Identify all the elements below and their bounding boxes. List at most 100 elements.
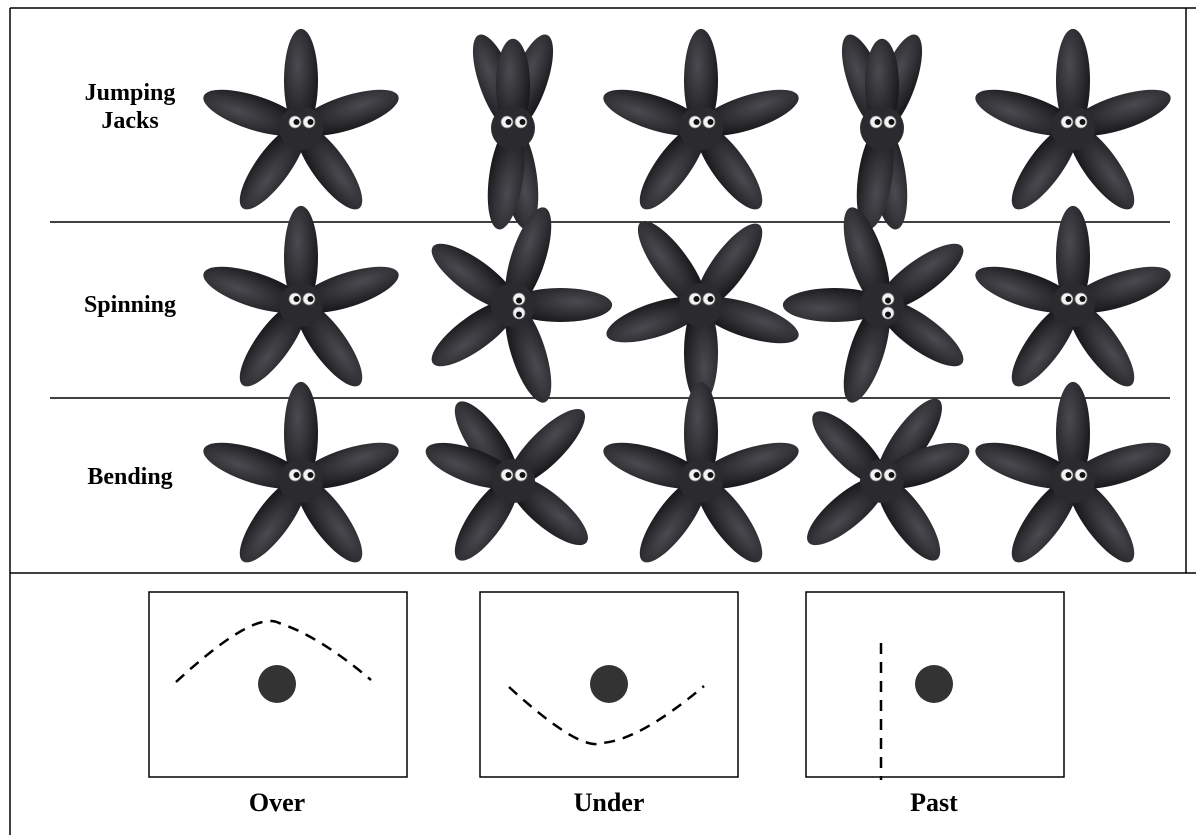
eye-pupil xyxy=(693,296,700,302)
starfish-figure xyxy=(603,28,799,210)
starfish-figure xyxy=(807,398,970,561)
row-label-line: Bending xyxy=(87,464,173,490)
ball xyxy=(590,665,628,703)
starfish-eyes xyxy=(1060,468,1088,482)
eye-pupil xyxy=(1065,472,1072,478)
ball xyxy=(258,665,296,703)
starfish-arm xyxy=(1056,205,1090,309)
starfish-eyes xyxy=(288,468,316,482)
starfish-figure xyxy=(431,207,613,403)
starfish-arm xyxy=(684,301,718,405)
starfish-figure xyxy=(606,221,799,405)
eye-pupil xyxy=(307,119,314,125)
starfish-arm xyxy=(856,123,894,230)
figures-layer xyxy=(203,28,1171,563)
eye-pupil xyxy=(1079,472,1086,478)
starfish-body xyxy=(1051,106,1095,150)
starfish-arm xyxy=(509,288,613,322)
eye-pupil xyxy=(874,472,881,478)
starfish-figure xyxy=(782,207,964,403)
starfish-body xyxy=(860,283,904,327)
eye-pupil xyxy=(516,311,522,318)
eye-pupil xyxy=(293,296,300,302)
starfish-figure xyxy=(603,381,799,563)
starfish-figure xyxy=(203,381,399,563)
starfish-eyes xyxy=(688,292,716,306)
starfish-eyes xyxy=(869,468,897,482)
starfish-body xyxy=(1051,283,1095,327)
starfish-arm xyxy=(1056,28,1090,132)
path-panels-layer xyxy=(148,591,1065,780)
eye-pupil xyxy=(519,119,526,125)
eye-pupil xyxy=(1065,119,1072,125)
eye-pupil xyxy=(307,296,314,302)
starfish-eyes xyxy=(288,292,316,306)
starfish-body xyxy=(679,106,723,150)
ball xyxy=(915,665,953,703)
starfish-body xyxy=(491,283,535,327)
starfish-eyes xyxy=(881,292,895,320)
starfish-arm xyxy=(284,28,318,132)
row-label-jumping-jacks: Jumping Jacks xyxy=(50,79,210,135)
caption-under: Under xyxy=(573,788,645,817)
eye-pupil xyxy=(516,297,522,304)
starfish-eyes xyxy=(1060,115,1088,129)
starfish-eyes xyxy=(288,115,316,129)
eye-pupil xyxy=(707,119,714,125)
eye-pupil xyxy=(505,472,512,478)
caption-past: Past xyxy=(910,788,958,817)
starfish-figure xyxy=(975,28,1171,210)
eye-pupil xyxy=(1079,119,1086,125)
eye-pupil xyxy=(888,119,895,125)
starfish-body xyxy=(679,459,723,503)
eye-pupil xyxy=(707,472,714,478)
eye-pupil xyxy=(307,472,314,478)
eye-pupil xyxy=(707,296,714,302)
starfish-figure xyxy=(841,34,923,230)
starfish-body xyxy=(1051,459,1095,503)
starfish-eyes xyxy=(869,115,897,129)
eye-pupil xyxy=(885,311,891,318)
eye-pupil xyxy=(1079,296,1086,302)
panel-frame xyxy=(805,591,1065,778)
starfish-arm xyxy=(782,288,886,322)
starfish-body xyxy=(279,459,323,503)
eye-pupil xyxy=(1065,296,1072,302)
starfish-arm xyxy=(284,381,318,485)
row-label-line: Jumping xyxy=(84,80,176,106)
starfish-figure xyxy=(425,401,588,561)
starfish-eyes xyxy=(500,468,528,482)
row-label-line: Jacks xyxy=(101,108,159,134)
starfish-eyes xyxy=(500,115,528,129)
eye-pupil xyxy=(293,119,300,125)
row-label-line: Spinning xyxy=(83,292,177,318)
starfish-body xyxy=(279,283,323,327)
eye-pupil xyxy=(693,472,700,478)
starfish-body xyxy=(279,106,323,150)
row-label-bending: Bending xyxy=(50,463,210,491)
eye-pupil xyxy=(505,119,512,125)
starfish-eyes xyxy=(688,115,716,129)
starfish-arm xyxy=(684,28,718,132)
starfish-eyes xyxy=(512,292,526,320)
starfish-body xyxy=(491,106,535,150)
row-label-spinning: Spinning xyxy=(50,291,210,319)
starfish-arm xyxy=(1056,381,1090,485)
starfish-figure xyxy=(203,28,399,210)
eye-pupil xyxy=(693,119,700,125)
starfish-figure xyxy=(472,34,554,230)
starfish-figure xyxy=(203,205,399,387)
path-panel-under xyxy=(479,591,739,778)
starfish-figure xyxy=(975,381,1171,563)
eye-pupil xyxy=(293,472,300,478)
eye-pupil xyxy=(874,119,881,125)
caption-over: Over xyxy=(248,788,306,817)
eye-pupil xyxy=(519,472,526,478)
starfish-body xyxy=(860,106,904,150)
motion-path xyxy=(175,619,372,683)
starfish-arm xyxy=(684,381,718,485)
path-panel-past xyxy=(805,591,1065,780)
starfish-arm xyxy=(284,205,318,309)
